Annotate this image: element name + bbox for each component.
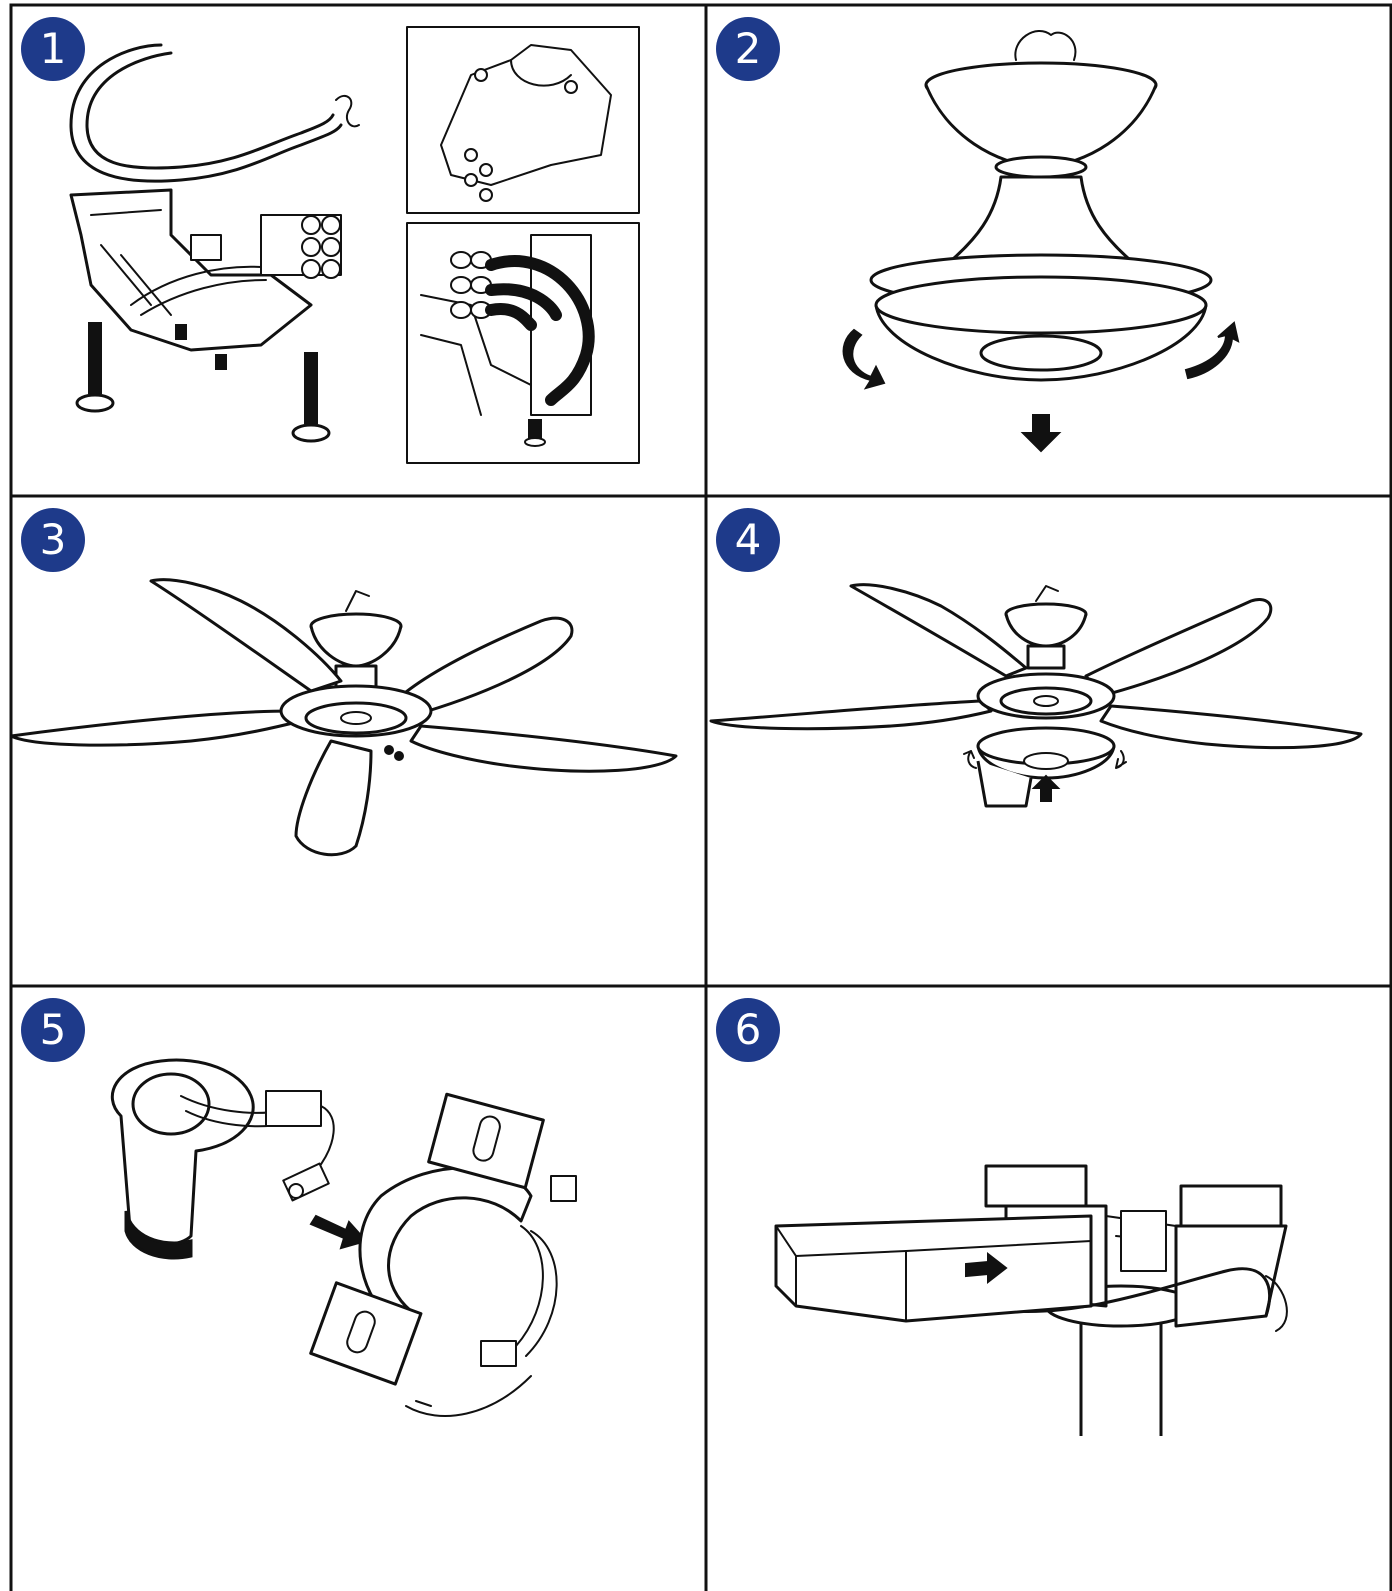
receiver-box	[774, 1214, 1093, 1323]
fan-blade	[409, 724, 678, 773]
motor-housing	[944, 175, 1138, 267]
screw-right	[291, 352, 331, 443]
canopy-removal-illustration	[842, 30, 1240, 453]
screw-left	[75, 322, 115, 413]
fan-blade	[709, 699, 993, 731]
downrod	[1079, 1316, 1163, 1436]
insert-arrow	[965, 1251, 1008, 1285]
step-4-badge: 4	[716, 508, 780, 572]
inset-bracket-top	[406, 26, 640, 214]
step-6-badge: 6	[716, 998, 780, 1062]
mounting-bracket-illustration	[69, 26, 640, 464]
step-2-panel: 2	[706, 5, 1392, 496]
fan-blade	[399, 616, 574, 718]
step-6-panel: 6	[706, 986, 1392, 1591]
blade-attachment-illustration	[11, 578, 678, 857]
fan-blade	[149, 578, 343, 693]
rotate-arrow-left	[842, 328, 886, 390]
fan-blade	[849, 583, 1028, 678]
step-2-badge: 2	[716, 17, 780, 81]
step-5-panel: 5	[11, 986, 706, 1591]
receiver-insertion-illustration	[774, 1164, 1288, 1436]
supply-cable	[69, 43, 343, 183]
pull-down-arrow	[1020, 414, 1062, 453]
step-3-badge: 3	[21, 508, 85, 572]
wiring-connection-illustration	[110, 1058, 577, 1417]
step-1-badge: 1	[21, 17, 85, 81]
fan-blade	[11, 709, 303, 747]
fan-blade	[294, 739, 373, 857]
fan-blade	[1099, 704, 1363, 750]
step-3-panel: 3	[11, 496, 706, 986]
ceiling-canopy	[924, 84, 1158, 169]
step-1-panel: 1	[11, 5, 706, 496]
mounting-bracket	[69, 188, 313, 352]
light-housing-illustration	[709, 583, 1363, 808]
step-4-panel: 4	[706, 496, 1392, 986]
rotate-arrow-right	[1184, 321, 1240, 380]
step-5-badge: 5	[21, 998, 85, 1062]
connect-arrow	[309, 1214, 368, 1250]
fan-blade	[1084, 598, 1273, 698]
